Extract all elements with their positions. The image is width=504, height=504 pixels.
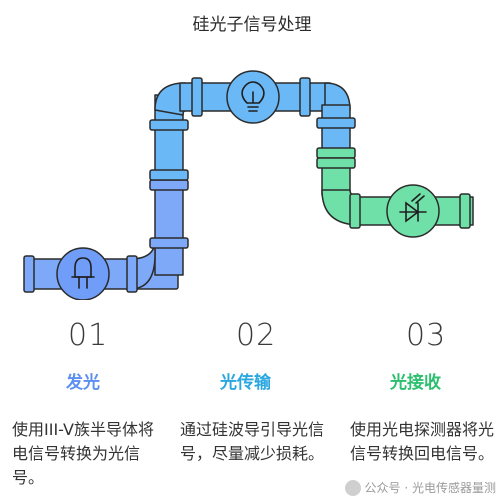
flange xyxy=(316,147,356,159)
pipe-segment-blue-vertical xyxy=(154,179,184,276)
photodiode-icon xyxy=(399,193,427,223)
step-label: 光接收 xyxy=(390,373,441,393)
step-description: 使用III-V族半导体将电信号转换为光信号。 xyxy=(12,420,154,487)
flange xyxy=(149,179,189,191)
flange xyxy=(149,237,189,249)
wechat-icon xyxy=(344,479,361,496)
flange xyxy=(23,255,35,293)
step-receive: 03 光接收 使用光电探测器将光信号转换回电信号。 xyxy=(350,318,504,463)
flange xyxy=(459,193,471,229)
watermark: 公众号 · 光电传感器量测 xyxy=(344,479,496,496)
flange xyxy=(299,77,311,117)
step-number: 01 xyxy=(68,318,109,353)
flange xyxy=(149,119,189,131)
flange xyxy=(316,117,356,129)
step-label: 发光 xyxy=(66,373,100,393)
flange xyxy=(191,77,203,117)
light-bulb-icon xyxy=(71,257,95,289)
watermark-text: 公众号 · 光电传感器量测 xyxy=(364,481,496,495)
flange xyxy=(349,193,361,229)
step-number: 02 xyxy=(236,318,277,353)
flange xyxy=(149,169,189,181)
lightbulb-outline-icon xyxy=(241,81,265,112)
step-description: 使用光电探测器将光信号转换回电信号。 xyxy=(350,420,495,463)
step-emit: 01 发光 使用III-V族半导体将电信号转换为光信号。 xyxy=(12,318,172,487)
flange xyxy=(316,157,356,169)
step-transmit: 02 光传输 通过硅波导引导光信号，尽量减少损耗。 xyxy=(180,318,340,463)
pipeline-diagram xyxy=(23,70,474,300)
step-label: 光传输 xyxy=(220,373,271,393)
node-receive xyxy=(386,184,440,238)
flange xyxy=(126,255,138,293)
page-title: 硅光子信号处理 xyxy=(192,15,312,35)
step-number: 03 xyxy=(406,318,447,353)
step-description: 通过硅波导引导光信号，尽量减少损耗。 xyxy=(180,420,325,463)
node-emit xyxy=(56,247,110,300)
